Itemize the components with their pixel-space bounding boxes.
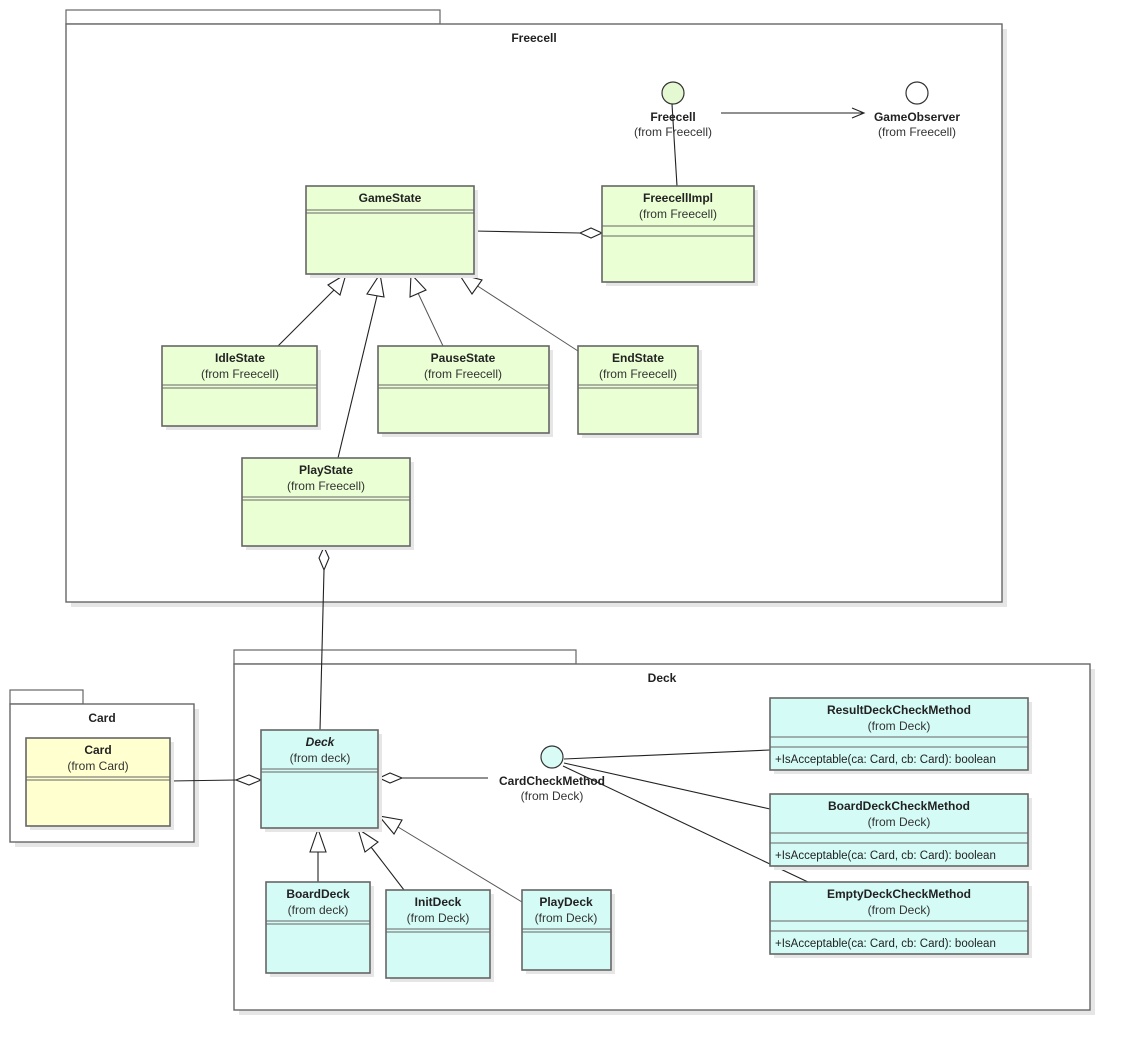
resultdeck-realization-line bbox=[563, 749, 771, 760]
class-operation: +IsAcceptable(ca: Card, cb: Card): boole… bbox=[775, 754, 996, 766]
class-name: BoardDeckCheckMethod bbox=[828, 799, 970, 813]
gameobserver-interface-icon bbox=[905, 81, 929, 105]
class-playstate[interactable]: PlayState (from Freecell) bbox=[241, 457, 414, 550]
class-name: BoardDeck bbox=[286, 887, 350, 901]
boarddeck-generalization bbox=[309, 827, 327, 882]
class-emptydeckcheckmethod[interactable]: EmptyDeckCheckMethod (from Deck) +IsAcce… bbox=[769, 881, 1032, 958]
package-freecell-title: Freecell bbox=[511, 31, 556, 45]
interface-name: Freecell bbox=[650, 110, 695, 124]
playstate-deck-aggregation bbox=[318, 545, 330, 731]
idlestate-generalization bbox=[277, 272, 347, 347]
class-freecellimpl[interactable]: FreecellImpl (from Freecell) bbox=[601, 185, 758, 286]
class-endstate[interactable]: EndState (from Freecell) bbox=[577, 345, 702, 438]
class-pausestate[interactable]: PauseState (from Freecell) bbox=[377, 345, 553, 437]
interface-from: (from Freecell) bbox=[878, 125, 956, 139]
interface-name: GameObserver bbox=[874, 110, 960, 124]
package-freecell-frame bbox=[65, 23, 1003, 603]
class-initdeck[interactable]: InitDeck (from Deck) bbox=[385, 889, 494, 982]
package-freecell: Freecell bbox=[65, 9, 1007, 607]
cardcheckmethod-interface-icon bbox=[540, 745, 564, 769]
class-name: IdleState bbox=[215, 351, 265, 365]
class-from: (from Deck) bbox=[535, 911, 598, 925]
playstate-generalization bbox=[337, 272, 385, 459]
class-name: EmptyDeckCheckMethod bbox=[827, 887, 971, 901]
class-from: (from Deck) bbox=[868, 815, 931, 829]
package-card-title: Card bbox=[88, 711, 115, 725]
package-card-tab bbox=[9, 689, 84, 705]
class-name: Deck bbox=[306, 735, 336, 749]
class-name: PlayState bbox=[299, 463, 353, 477]
class-from: (from Card) bbox=[67, 759, 128, 773]
class-from: (from Freecell) bbox=[639, 207, 717, 221]
class-from: (from Freecell) bbox=[201, 367, 279, 381]
class-from: (from Deck) bbox=[407, 911, 470, 925]
interface-cardcheckmethod[interactable]: CardCheckMethod (from Deck) bbox=[499, 745, 605, 803]
interface-name: CardCheckMethod bbox=[499, 774, 605, 788]
class-from: (from deck) bbox=[288, 903, 349, 917]
class-playdeck[interactable]: PlayDeck (from Deck) bbox=[521, 889, 615, 974]
class-name: InitDeck bbox=[415, 895, 462, 909]
class-resultdeckcheckmethod[interactable]: ResultDeckCheckMethod (from Deck) +IsAcc… bbox=[769, 697, 1032, 774]
package-deck-tab bbox=[233, 649, 577, 665]
class-name: EndState bbox=[612, 351, 664, 365]
class-operation: +IsAcceptable(ca: Card, cb: Card): boole… bbox=[775, 850, 996, 862]
interface-from: (from Deck) bbox=[521, 789, 584, 803]
class-name: FreecellImpl bbox=[643, 191, 713, 205]
interface-from: (from Freecell) bbox=[634, 125, 712, 139]
pausestate-generalization bbox=[409, 272, 444, 347]
emptydeck-realization-line bbox=[562, 765, 809, 883]
freecell-to-gameobserver-dependency bbox=[721, 107, 866, 119]
class-name: Card bbox=[84, 743, 111, 757]
package-freecell-tab bbox=[65, 9, 441, 25]
class-card[interactable]: Card (from Card) bbox=[25, 737, 174, 830]
class-operation: +IsAcceptable(ca: Card, cb: Card): boole… bbox=[775, 938, 996, 950]
class-from: (from Deck) bbox=[868, 719, 931, 733]
interface-freecell[interactable]: Freecell (from Freecell) bbox=[634, 81, 712, 139]
gamestate-freecellimpl-aggregation bbox=[473, 227, 604, 239]
class-boarddeckcheckmethod[interactable]: BoardDeckCheckMethod (from Deck) +IsAcce… bbox=[769, 793, 1032, 870]
class-name: PauseState bbox=[431, 351, 496, 365]
class-deck[interactable]: Deck (from deck) bbox=[260, 729, 382, 832]
class-from: (from Deck) bbox=[868, 903, 931, 917]
package-deck-title: Deck bbox=[648, 671, 677, 685]
relationships bbox=[169, 103, 866, 903]
initdeck-generalization bbox=[357, 827, 405, 891]
class-from: (from Freecell) bbox=[287, 479, 365, 493]
freecell-realization-line bbox=[671, 103, 678, 187]
playdeck-generalization bbox=[377, 815, 523, 903]
card-deck-aggregation bbox=[169, 774, 263, 786]
class-from: (from Freecell) bbox=[599, 367, 677, 381]
freecell-interface-icon bbox=[661, 81, 685, 105]
class-idlestate[interactable]: IdleState (from Freecell) bbox=[161, 345, 321, 430]
class-name: PlayDeck bbox=[539, 895, 593, 909]
class-gamestate[interactable]: GameState bbox=[305, 185, 478, 278]
deck-cardcheckmethod-aggregation bbox=[377, 772, 488, 784]
class-boarddeck[interactable]: BoardDeck (from deck) bbox=[265, 881, 374, 977]
class-name: GameState bbox=[359, 191, 422, 205]
class-name: ResultDeckCheckMethod bbox=[827, 703, 971, 717]
class-from: (from Freecell) bbox=[424, 367, 502, 381]
interface-gameobserver[interactable]: GameObserver (from Freecell) bbox=[874, 81, 960, 139]
boarddeck-realization-line bbox=[563, 762, 771, 810]
class-from: (from deck) bbox=[290, 751, 351, 765]
